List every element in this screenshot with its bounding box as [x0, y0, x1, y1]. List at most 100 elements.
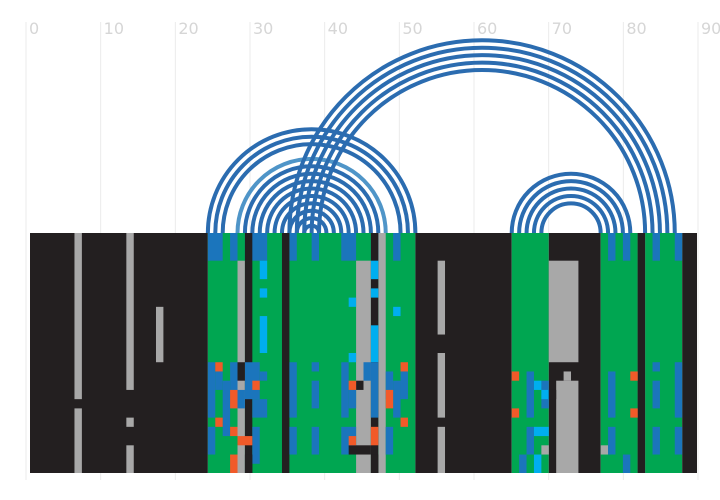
- cell-50: [289, 362, 297, 418]
- cell-23: [393, 233, 401, 261]
- cell-60: [393, 380, 401, 418]
- x-tick-label-10: 10: [104, 19, 124, 38]
- cell-70: [230, 389, 238, 409]
- cell-63: [363, 362, 371, 381]
- cell-9: [437, 260, 446, 335]
- cell-16: [207, 233, 223, 261]
- cell-27: [608, 233, 616, 261]
- cell-89: [519, 454, 527, 473]
- arc-19: [517, 179, 625, 234]
- cell-58: [370, 362, 379, 418]
- cell-45: [237, 389, 245, 409]
- x-tick-label-60: 60: [477, 19, 497, 38]
- cell-13: [556, 380, 579, 473]
- arc-0: [205, 127, 418, 234]
- cell-52: [311, 362, 320, 372]
- x-tick-label-40: 40: [328, 19, 348, 38]
- cell-30: [674, 233, 683, 261]
- arc-links: [205, 38, 677, 234]
- arc-15: [302, 53, 662, 234]
- x-tick-label-80: 80: [626, 19, 646, 38]
- cell-67: [244, 454, 253, 473]
- cell-8: [378, 233, 386, 473]
- cell-29: [652, 233, 660, 261]
- cell-59: [385, 371, 394, 400]
- cell-11: [437, 426, 446, 473]
- cell-4: [126, 445, 134, 473]
- cell-32: [259, 288, 268, 298]
- cell-99: [622, 454, 631, 473]
- region-2: [415, 233, 512, 473]
- cell-66: [237, 362, 245, 381]
- arc-22: [539, 201, 603, 234]
- x-tick-label-70: 70: [552, 19, 572, 38]
- cell-83: [511, 408, 520, 418]
- cell-86: [526, 371, 534, 418]
- cell-43: [222, 380, 231, 437]
- cell-79: [385, 389, 394, 409]
- cell-38: [393, 306, 401, 317]
- cell-55: [341, 362, 349, 418]
- cell-104: [674, 426, 683, 455]
- cell-94: [541, 445, 549, 455]
- cell-44: [230, 362, 238, 409]
- cell-34: [348, 297, 357, 307]
- cell-76: [348, 380, 357, 390]
- cell-49: [259, 371, 268, 381]
- cell-97: [608, 371, 616, 418]
- cell-87: [526, 426, 534, 455]
- cell-10: [437, 353, 446, 418]
- cell-101: [652, 380, 660, 409]
- cell-51: [289, 426, 297, 455]
- cell-64: [348, 445, 371, 455]
- x-tick-label-50: 50: [402, 19, 422, 38]
- cell-42: [215, 371, 223, 390]
- cell-48: [252, 426, 260, 464]
- arc-1: [213, 134, 410, 234]
- cell-41: [207, 426, 216, 455]
- cell-31: [259, 260, 268, 280]
- cell-0: [74, 233, 82, 400]
- cell-39: [348, 353, 357, 363]
- region-0: [30, 233, 208, 473]
- cell-25: [281, 233, 290, 473]
- cell-82: [511, 371, 520, 381]
- cell-1: [74, 408, 82, 473]
- arc-20: [524, 186, 618, 234]
- cell-102: [652, 426, 660, 455]
- alignment-cells: [74, 233, 683, 473]
- cell-14: [600, 445, 609, 455]
- x-tick-label-90: 90: [701, 19, 720, 38]
- cell-98: [608, 426, 616, 455]
- cell-68: [370, 454, 379, 473]
- cell-100: [652, 362, 660, 372]
- cell-85: [630, 408, 638, 418]
- cell-90: [533, 426, 549, 437]
- cell-19: [289, 233, 297, 261]
- arc-13: [287, 38, 677, 234]
- cell-53: [311, 380, 320, 409]
- x-tick-label-20: 20: [178, 19, 198, 38]
- cell-92: [541, 389, 549, 400]
- region-8: [682, 233, 697, 473]
- cell-5: [155, 306, 164, 363]
- cell-61: [400, 371, 408, 400]
- cell-91: [533, 380, 542, 390]
- cell-12: [548, 260, 579, 363]
- arc-8: [272, 194, 351, 234]
- arc-16: [309, 60, 655, 234]
- arc-17: [317, 68, 648, 234]
- cell-73: [230, 426, 238, 437]
- cell-103: [674, 362, 683, 418]
- arc-14: [294, 45, 670, 234]
- cell-62: [385, 426, 394, 455]
- region-5: [600, 233, 638, 473]
- cell-57: [348, 389, 357, 409]
- x-tick-label-0: 0: [29, 19, 39, 38]
- arc-18: [509, 171, 633, 234]
- cell-72: [215, 417, 223, 427]
- cell-74: [237, 436, 253, 446]
- arc-5: [250, 171, 373, 234]
- cell-2: [126, 233, 134, 390]
